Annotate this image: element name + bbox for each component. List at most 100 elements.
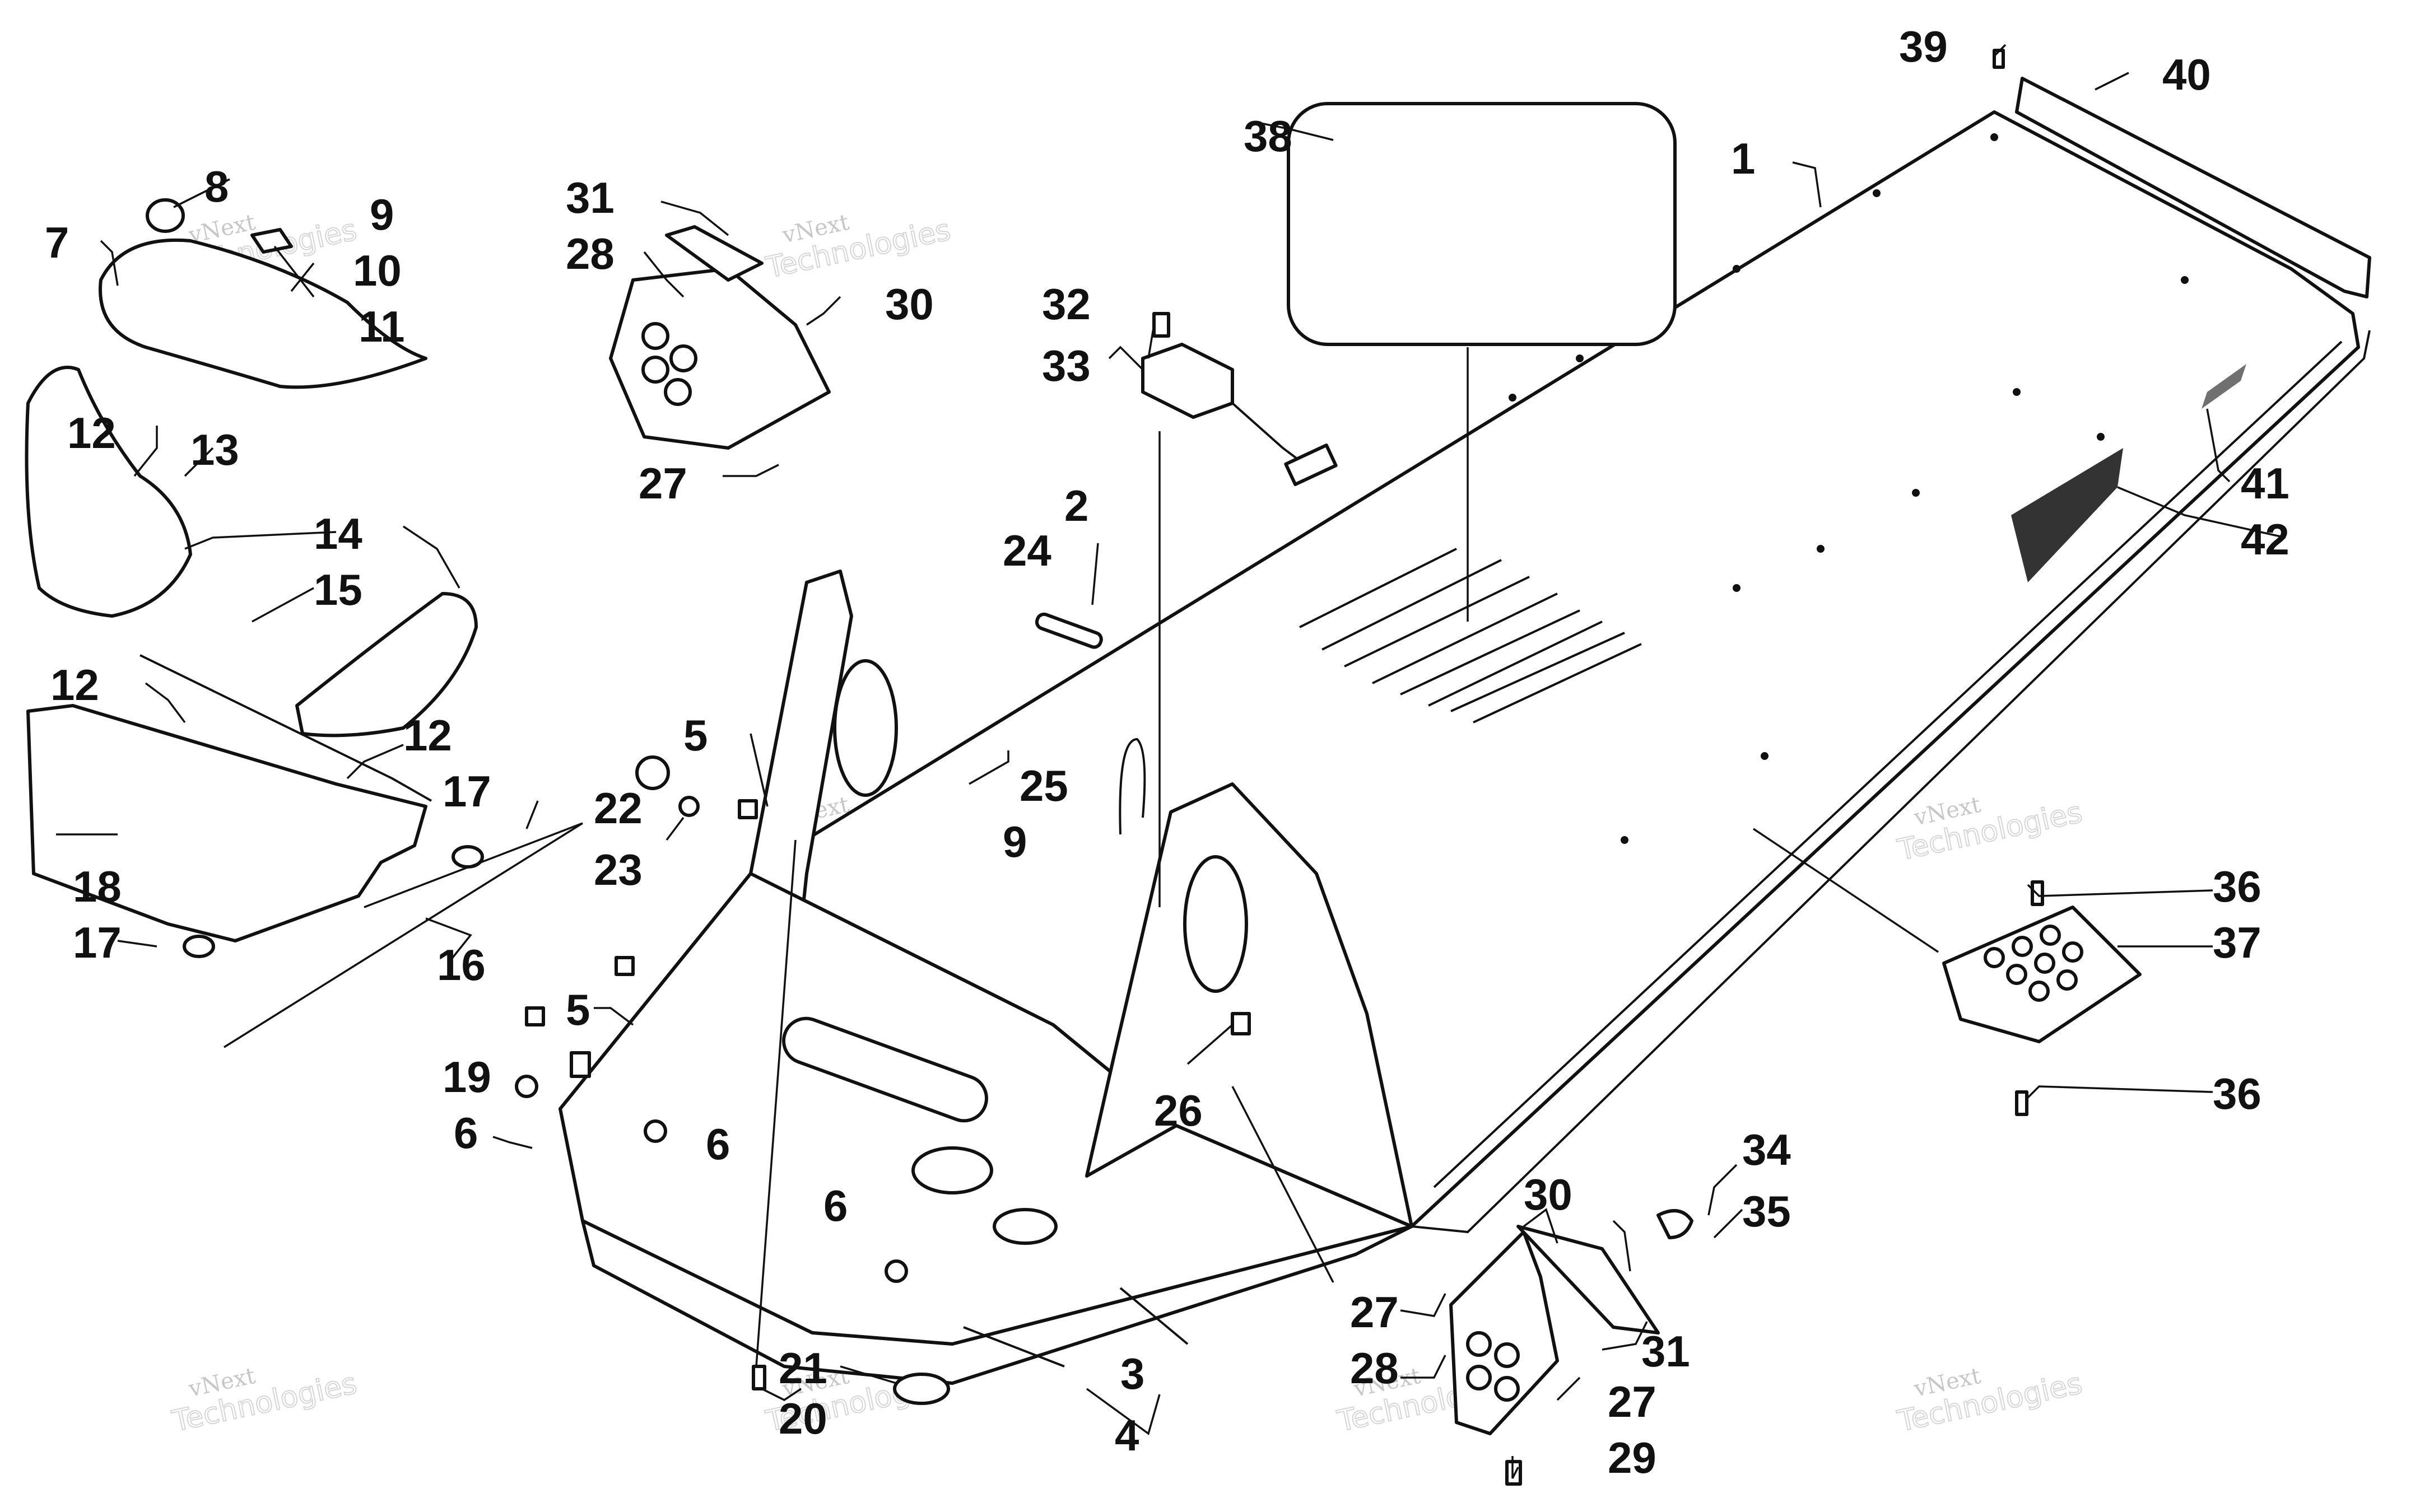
right-side-bracket	[295, 592, 478, 738]
chassis-opening-left	[833, 659, 898, 797]
front-chassis	[559, 570, 1413, 1385]
callout-8: 8	[204, 162, 229, 211]
callout-31a: 31	[566, 173, 615, 222]
nut-22	[635, 755, 670, 790]
plug-21	[893, 1373, 950, 1405]
callout-18: 18	[73, 862, 122, 911]
tunnel-right-rail-lower	[1433, 340, 2343, 1188]
callout-36a: 36	[2213, 862, 2261, 911]
nut-6c	[885, 1259, 908, 1283]
reinforcement-bracket-lower	[1449, 1230, 1559, 1435]
callout-12b: 12	[50, 660, 99, 710]
bolt-3	[1119, 1287, 1189, 1345]
chassis-opening-right	[1183, 855, 1248, 993]
callout-11: 11	[359, 302, 404, 351]
bolt-4	[963, 1326, 1065, 1368]
callout-1: 1	[1731, 134, 1755, 183]
callout-25: 25	[1020, 761, 1068, 810]
callout-23: 23	[594, 845, 643, 894]
leader-lines	[56, 44, 2286, 1479]
lower-right-brackets	[1449, 1225, 1660, 1435]
callout-30a: 30	[885, 279, 934, 329]
callout-6a: 6	[454, 1108, 478, 1158]
reinforcement-bracket-upper	[609, 267, 831, 450]
pin-25	[1119, 738, 1146, 835]
callout-27c: 27	[1608, 1377, 1656, 1426]
cooling-fins	[1299, 548, 1642, 724]
callout-9b: 9	[1003, 817, 1027, 866]
washer-23	[678, 796, 700, 817]
main-front-bracket	[26, 704, 427, 942]
access-plate	[1287, 102, 1677, 346]
callout-16: 16	[437, 940, 486, 990]
callout-19: 19	[443, 1052, 491, 1102]
callout-20: 20	[779, 1394, 827, 1443]
bumper-lower	[183, 935, 215, 958]
step-plate	[1942, 906, 2142, 1043]
callout-37: 37	[2213, 918, 2261, 967]
left-brackets	[25, 198, 670, 958]
front-shield	[99, 238, 427, 389]
callout-5a: 5	[683, 711, 708, 760]
callout-3: 3	[1120, 1349, 1144, 1398]
callout-32: 32	[1042, 279, 1091, 329]
module-connector	[1284, 443, 1338, 487]
bolt-19	[570, 1051, 591, 1078]
key-24	[1035, 612, 1103, 649]
left-side-bracket	[25, 366, 192, 618]
nut-6a	[515, 1075, 538, 1098]
callout-42: 42	[2241, 515, 2289, 564]
callout-14: 14	[314, 509, 362, 558]
callout-21: 21	[779, 1343, 827, 1393]
callout-41: 41	[2241, 459, 2289, 508]
step-plate-body	[1942, 906, 2142, 1043]
callout-15: 15	[314, 565, 362, 614]
tunnel-side-decal	[2011, 448, 2123, 582]
floor-boss-2	[993, 1208, 1058, 1245]
tunnel-small-decal	[2202, 364, 2246, 409]
hardware	[515, 49, 2044, 1486]
callout-27a: 27	[639, 459, 687, 508]
callout-30b: 30	[1524, 1170, 1572, 1219]
callout-12c: 12	[403, 711, 452, 760]
small-pad-top	[250, 228, 293, 254]
callout-13: 13	[190, 425, 239, 474]
nut-6b	[644, 1119, 667, 1143]
callout-33: 33	[1042, 341, 1091, 390]
electrical-module	[1141, 343, 1338, 487]
callout-10: 10	[353, 246, 402, 295]
callout-4: 4	[1115, 1411, 1139, 1460]
callout-2: 2	[1064, 481, 1088, 530]
bolt-29	[1505, 1460, 1522, 1486]
screw-39	[1993, 49, 2005, 69]
callout-40: 40	[2162, 50, 2211, 99]
upper-mid-brackets	[609, 225, 831, 450]
fastener-36b	[2015, 1090, 2028, 1116]
module-box	[1141, 343, 1234, 419]
callout-28a: 28	[566, 229, 615, 278]
callout-5b: 5	[566, 985, 590, 1034]
screw-20	[752, 1365, 766, 1390]
clip-26	[1231, 1012, 1251, 1035]
tunnel-right-rail	[1411, 330, 2371, 1234]
callout-labels: 1 2 3 4 5 5 6 6 6 7 8 9 9 10 11 12 12 12…	[45, 22, 2289, 1482]
callout-29: 29	[1608, 1433, 1656, 1482]
callout-17b: 17	[73, 918, 122, 967]
callout-34: 34	[1742, 1125, 1791, 1174]
module-wire	[1231, 402, 1306, 466]
callout-17a: 17	[443, 767, 491, 816]
callout-26: 26	[1154, 1086, 1203, 1135]
floor-boss-1	[911, 1146, 993, 1194]
callout-9a: 9	[370, 190, 394, 239]
clip-bracket-lower	[1516, 1225, 1660, 1334]
callout-22: 22	[594, 783, 643, 833]
bolt-5b	[525, 1006, 545, 1026]
callout-39: 39	[1899, 22, 1948, 71]
bolt-5a	[738, 799, 758, 819]
clip-34	[1656, 1209, 1693, 1239]
